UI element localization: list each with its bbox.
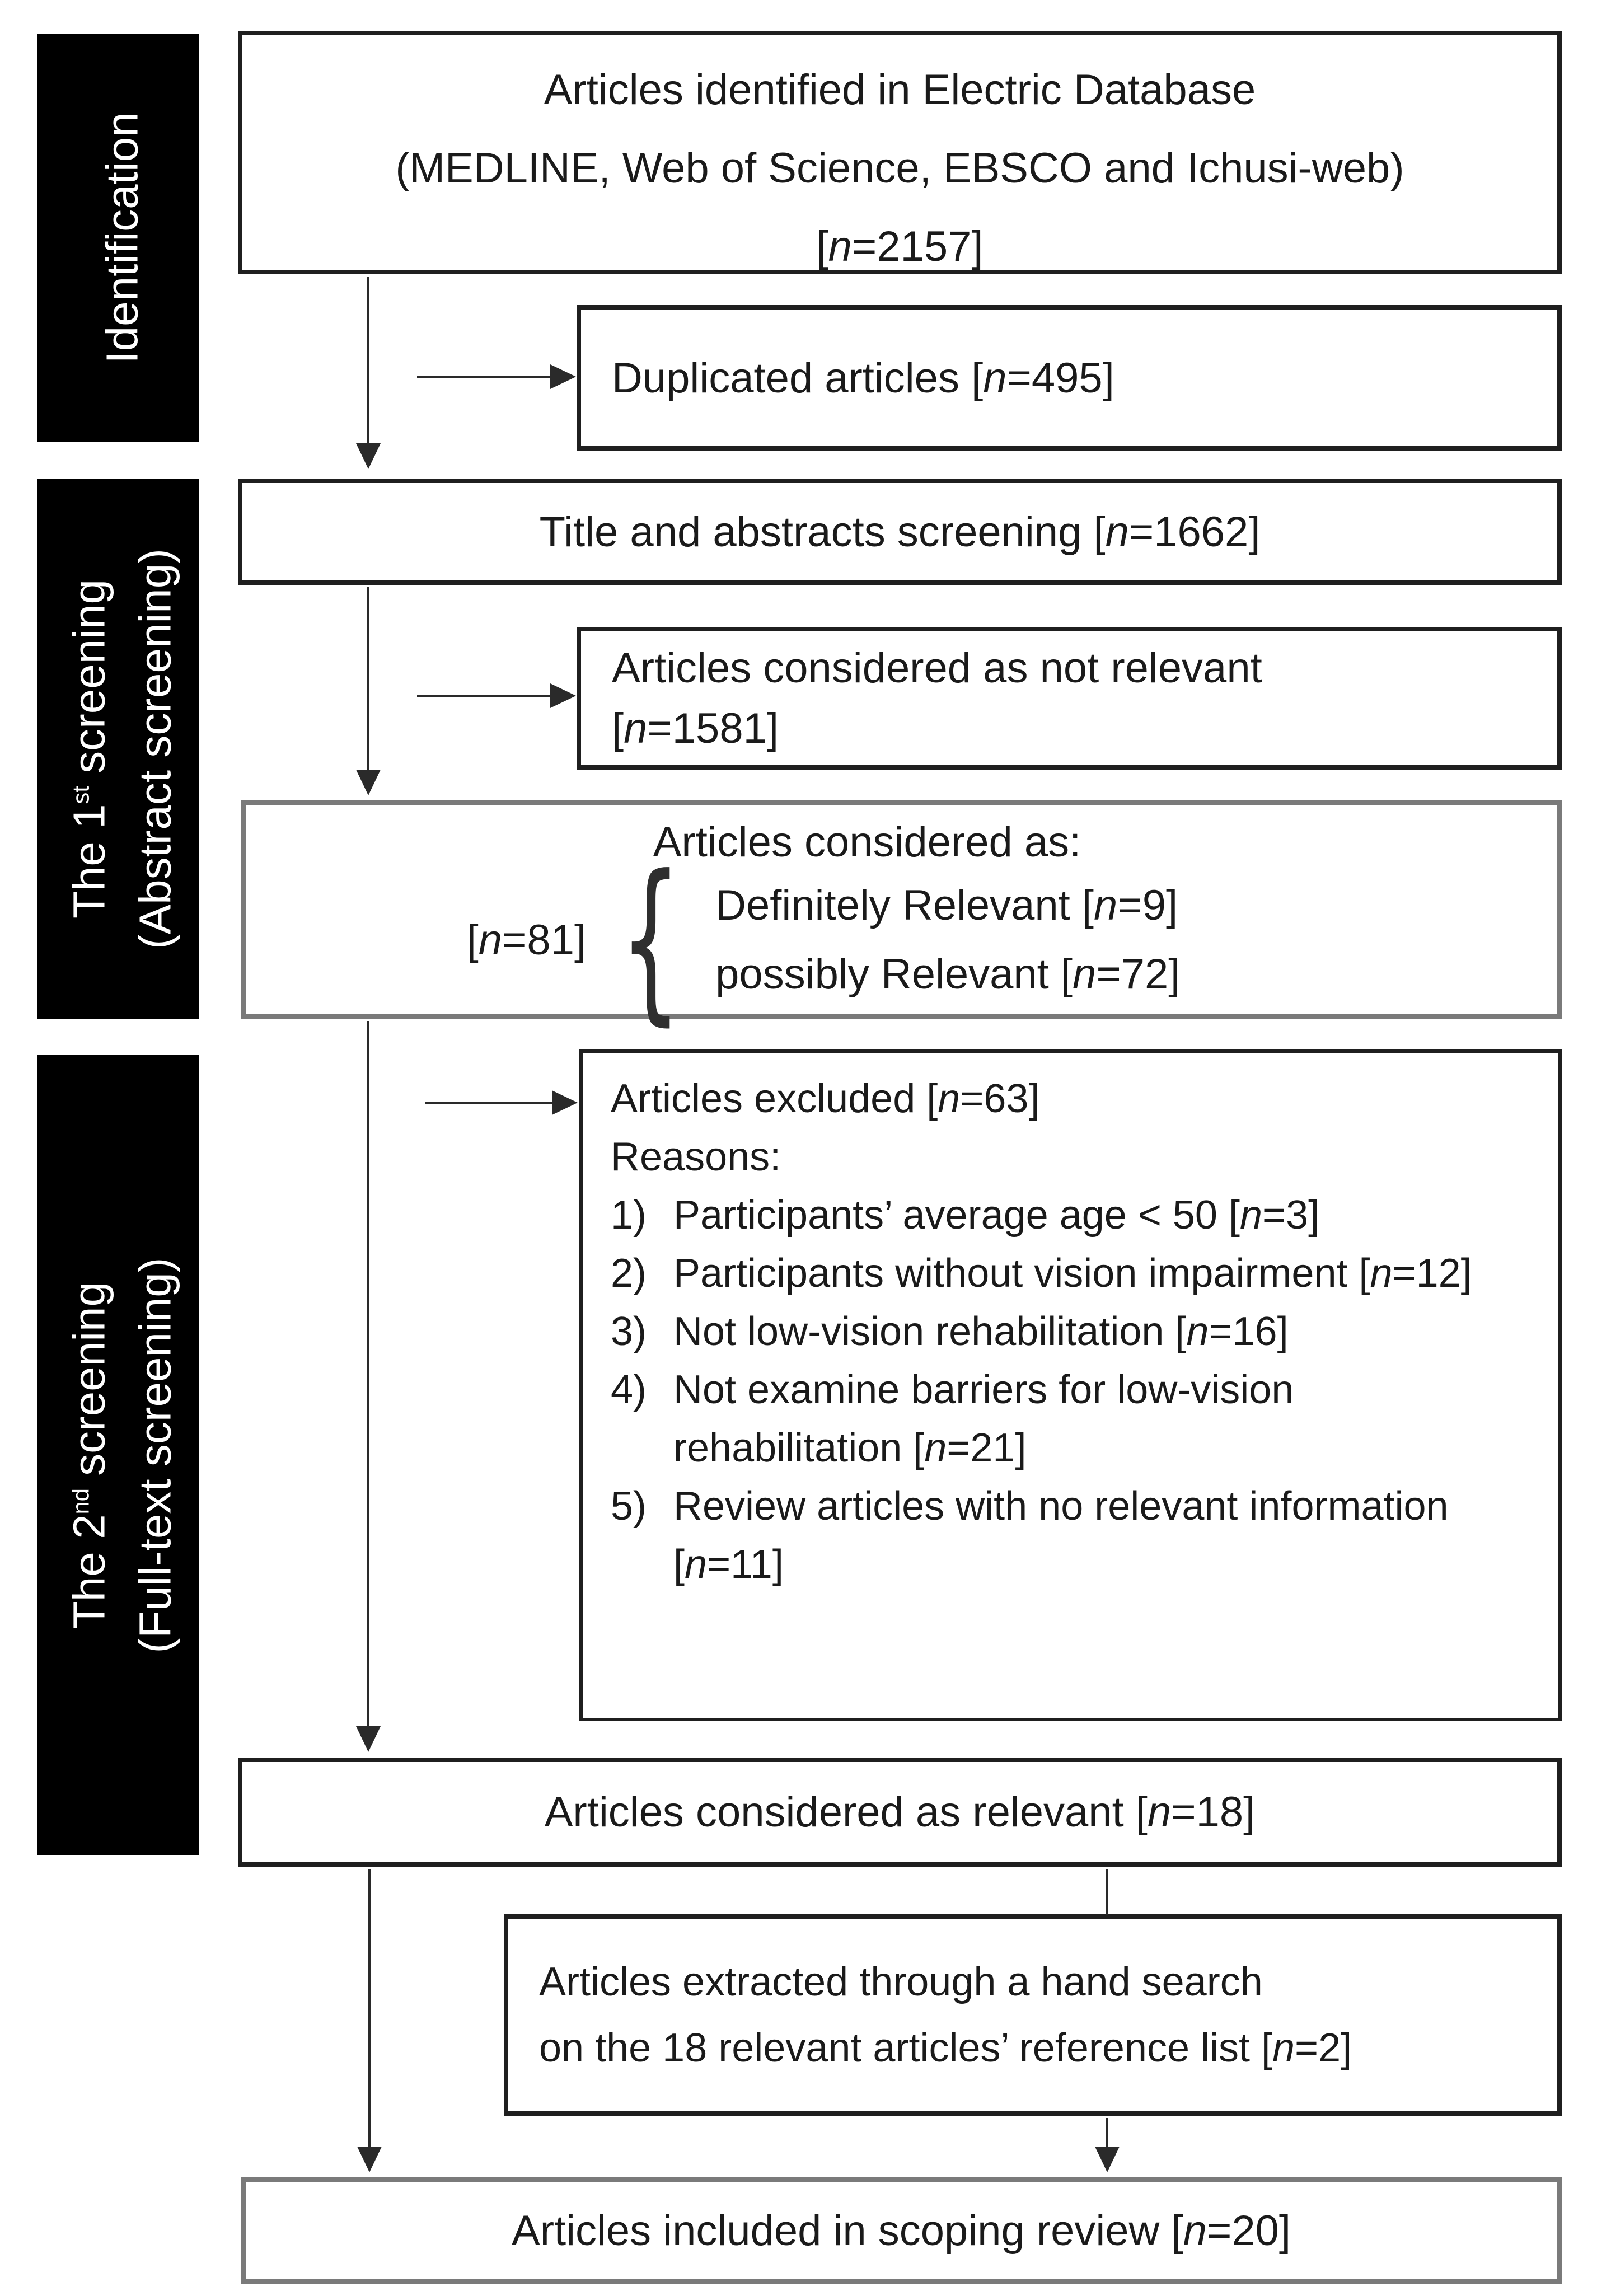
line-relevant-to-hand-search — [1106, 1869, 1108, 1915]
arrow-head-considered-to-relevant — [356, 1726, 381, 1752]
arrow-line-to-duplicated — [417, 376, 551, 378]
arrow-head-hand-search-to-included — [1095, 2147, 1120, 2172]
arrow-line-identified-to-title — [367, 277, 369, 444]
brace-glyph: { — [619, 837, 682, 1042]
stage-label-identification: Identification — [81, 42, 156, 434]
excluded-reason-5: 5) Review articles with no relevant info… — [611, 1477, 1536, 1594]
reason-text: Participants without vision impairment [… — [673, 1251, 1472, 1296]
hand-search-line-1: Articles extracted through a hand search — [539, 1960, 1263, 2004]
excluded-heading: Articles excluded [n=63] — [611, 1076, 1040, 1121]
hand-search-line-2: on the 18 relevant articles’ reference l… — [539, 2026, 1352, 2070]
sidebar-stage-identification: Identification — [37, 34, 199, 442]
stage-label-line1: The 2nd screening — [64, 1282, 114, 1629]
excluded-reasons-label: Reasons: — [611, 1135, 781, 1179]
arrow-head-to-not-relevant — [550, 683, 576, 708]
sidebar-stage-second-screening: The 2nd screening (Full-text screening) — [37, 1055, 199, 1855]
identified-line-1: Articles identified in Electric Database — [544, 66, 1256, 114]
flow-box-title-abstract-screening: Title and abstracts screening [n=1662] — [238, 479, 1562, 585]
duplicated-text: Duplicated articles [n=495] — [612, 354, 1114, 402]
arrow-line-considered-to-relevant — [367, 1021, 369, 1727]
arrow-line-to-excluded — [425, 1102, 553, 1104]
arrow-head-to-excluded — [552, 1090, 578, 1115]
flow-box-included: Articles included in scoping review [n=2… — [241, 2177, 1562, 2284]
arrow-line-hand-search-to-included — [1106, 2118, 1108, 2148]
considered-item-definitely: Definitely Relevant [n=9] — [715, 882, 1178, 929]
flow-box-duplicated-articles: Duplicated articles [n=495] — [577, 305, 1562, 451]
reason-number: 3) — [611, 1309, 647, 1354]
reason-number: 1) — [611, 1193, 647, 1238]
relevant-text: Articles considered as relevant [n=18] — [544, 1788, 1256, 1836]
arrow-line-relevant-to-included — [368, 1869, 371, 2148]
considered-count: [n=81] — [466, 916, 587, 964]
flow-box-considered-as: Articles considered as: [n=81] { Definit… — [241, 800, 1562, 1030]
stage-label-line1: The 1st screening — [64, 579, 114, 919]
reason-number: 2) — [611, 1251, 647, 1296]
arrow-line-title-to-considered — [367, 587, 369, 771]
title-screening-text: Title and abstracts screening [n=1662] — [539, 508, 1261, 556]
not-relevant-line-2: [n=1581] — [612, 704, 779, 752]
included-text: Articles included in scoping review [n=2… — [512, 2206, 1291, 2255]
excluded-reason-4: 4) Not examine barriers for low-vision r… — [611, 1361, 1536, 1477]
reason-text: Not examine barriers for low-vision reha… — [673, 1367, 1294, 1470]
flow-box-not-relevant: Articles considered as not relevant [n=1… — [577, 627, 1562, 770]
considered-item-possibly: possibly Relevant [n=72] — [715, 950, 1181, 998]
flow-box-articles-identified: Articles identified in Electric Database… — [238, 31, 1562, 274]
reason-text: Not low-vision rehabilitation [n=16] — [673, 1309, 1289, 1354]
reason-number: 4) — [611, 1367, 647, 1412]
arrow-head-relevant-to-included — [357, 2147, 382, 2172]
stage-label-second-screening: The 2nd screening (Full-text screening) — [48, 1063, 189, 1847]
arrow-head-to-duplicated — [550, 364, 576, 389]
arrow-line-to-not-relevant — [417, 695, 551, 697]
reason-text: Participants’ average age < 50 [n=3] — [673, 1193, 1320, 1238]
excluded-reason-1: 1) Participants’ average age < 50 [n=3] — [611, 1186, 1536, 1244]
excluded-reason-3: 3) Not low-vision rehabilitation [n=16] — [611, 1302, 1536, 1361]
arrow-head-title-to-considered — [356, 770, 381, 795]
reason-number: 5) — [611, 1484, 647, 1529]
not-relevant-line-1: Articles considered as not relevant — [612, 644, 1262, 692]
considered-title: Articles considered as: — [653, 818, 1081, 866]
identified-line-2: (MEDLINE, Web of Science, EBSCO and Ichu… — [395, 144, 1404, 192]
excluded-reason-2: 2) Participants without vision impairmen… — [611, 1244, 1536, 1302]
stage-label-line1: Identification — [97, 112, 147, 364]
reason-text: Review articles with no relevant informa… — [673, 1484, 1449, 1587]
flow-box-articles-excluded: Articles excluded [n=63] Reasons: 1) Par… — [579, 1049, 1562, 1721]
flow-box-considered-relevant: Articles considered as relevant [n=18] — [238, 1758, 1562, 1867]
sidebar-stage-first-screening: The 1st screening (Abstract screening) — [37, 479, 199, 1019]
flow-box-hand-search: Articles extracted through a hand search… — [504, 1914, 1562, 2116]
identified-line-3: [n=2157] — [816, 223, 984, 270]
stage-label-line2: (Full-text screening) — [130, 1257, 180, 1653]
arrow-head-identified-to-title — [356, 443, 381, 469]
